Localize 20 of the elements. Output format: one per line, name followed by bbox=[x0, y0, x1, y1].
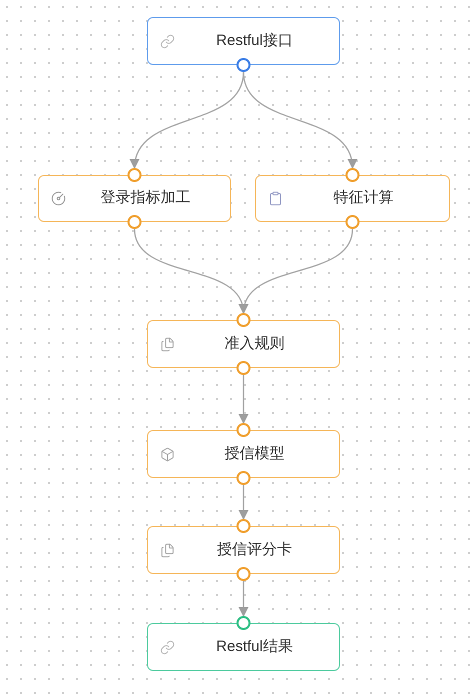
node-label: 授信评分卡 bbox=[217, 540, 292, 560]
arrow bbox=[238, 581, 248, 617]
node-label: 准入规则 bbox=[224, 334, 284, 354]
process-box bbox=[147, 430, 340, 478]
arrow bbox=[131, 72, 244, 169]
process-box bbox=[147, 623, 340, 671]
arrow bbox=[240, 228, 354, 314]
arrow bbox=[242, 72, 356, 169]
node-label: 授信模型 bbox=[224, 444, 284, 464]
process-box bbox=[147, 17, 340, 65]
process-box bbox=[255, 175, 450, 222]
node-label: 特征计算 bbox=[334, 188, 394, 208]
arrow bbox=[238, 485, 248, 520]
process-box bbox=[147, 526, 340, 574]
process-box bbox=[147, 320, 340, 368]
node-label: Restful结果 bbox=[216, 636, 293, 657]
node-label: Restful接口 bbox=[216, 30, 293, 51]
process-box bbox=[38, 175, 231, 222]
arrow bbox=[238, 375, 248, 424]
node-label: 登录指标加工 bbox=[100, 188, 190, 208]
